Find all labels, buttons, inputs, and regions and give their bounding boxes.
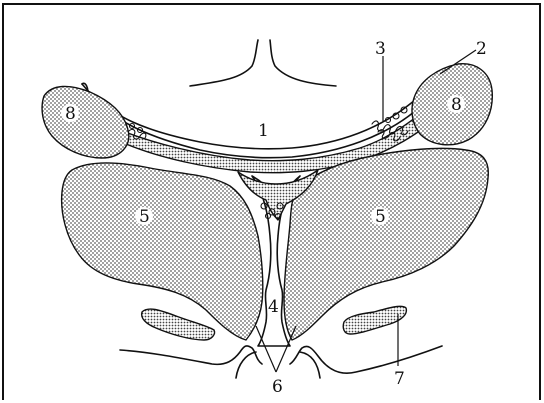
label-8-right: 8 xyxy=(451,95,462,115)
label-2: 2 xyxy=(476,39,487,59)
leader-6-left xyxy=(256,326,276,372)
label-5-right: 5 xyxy=(375,207,386,227)
label-4: 4 xyxy=(268,297,279,317)
label-1: 1 xyxy=(258,121,269,141)
leader-6-right xyxy=(276,326,296,372)
right-small-body xyxy=(343,306,406,334)
lower-arc-left xyxy=(236,352,256,378)
label-7: 7 xyxy=(394,369,405,389)
midline-stalk xyxy=(190,40,336,86)
left-oval-body xyxy=(42,86,129,158)
label-5-left: 5 xyxy=(139,207,150,227)
label-6: 6 xyxy=(272,377,283,397)
label-8-left: 8 xyxy=(65,104,76,124)
label-3: 3 xyxy=(375,39,386,59)
left-small-body xyxy=(142,309,215,340)
